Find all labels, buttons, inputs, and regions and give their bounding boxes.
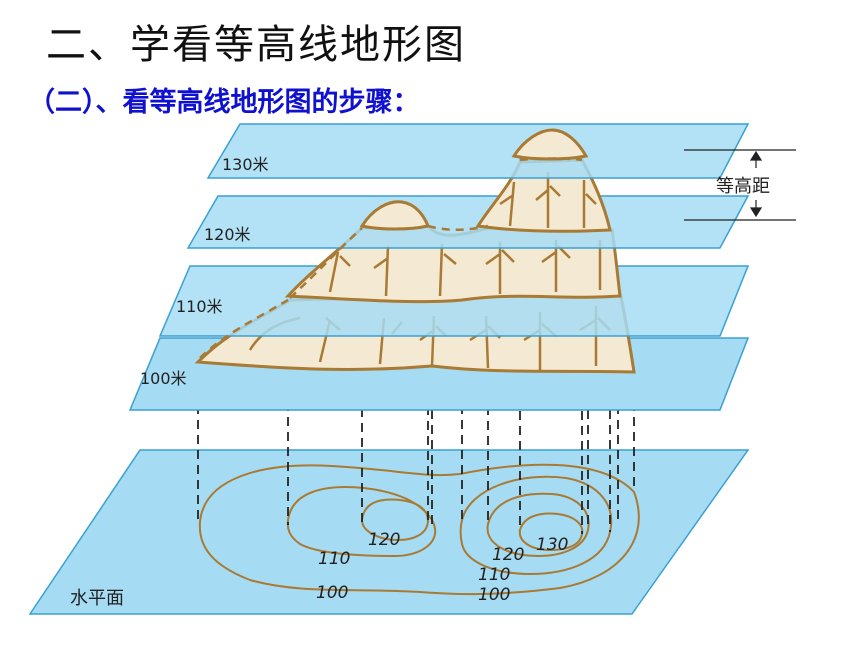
interval-bracket: [684, 149, 796, 221]
page-subtitle: （二）、看等高线地形图的步骤：: [28, 87, 420, 118]
contour-110-right: [459, 475, 613, 576]
plane-120: [186, 195, 750, 249]
base-plane: [28, 449, 750, 615]
terrain-ridges-120: [499, 172, 597, 228]
contour-120-right: [486, 492, 590, 558]
contour-110-left: [286, 486, 437, 558]
base-plane-label: 水平面: [70, 588, 124, 609]
page-title: 二、学看等高线地形图: [46, 22, 466, 68]
contour-label-right-120: 120: [492, 545, 524, 565]
plane-label-100: 100米: [140, 369, 187, 388]
plane-130: [206, 123, 750, 179]
interval-label: 等高距: [716, 176, 770, 197]
plane-label-110: 110米: [176, 297, 223, 316]
plane-label-120: 120米: [204, 225, 251, 244]
terrain-summit: [511, 128, 589, 161]
contour-label-right-110: 110: [478, 565, 510, 585]
terrain-hidden-edges: [199, 157, 583, 359]
contour-label-left-120: 120: [368, 530, 400, 550]
contour-label-130: 130: [536, 535, 568, 555]
contour-label-left-100: 100: [316, 583, 348, 603]
terrain-peak-left: [359, 200, 431, 231]
contour-100: [198, 463, 640, 596]
contour-label-left-110: 110: [318, 549, 350, 569]
plane-label-130: 130米: [222, 155, 269, 174]
contour-label-right-100: 100: [478, 585, 510, 605]
